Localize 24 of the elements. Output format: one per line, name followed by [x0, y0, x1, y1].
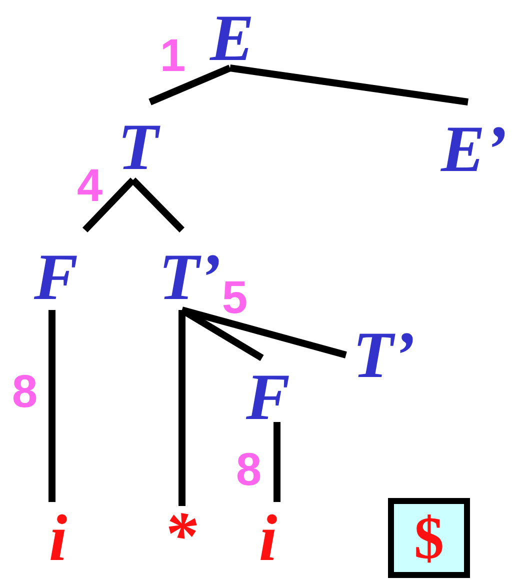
tree-branch-line: [82, 178, 136, 232]
grammar-symbol: T’: [346, 324, 422, 388]
tree-branch-line: [148, 64, 232, 106]
tree-branch-line: [230, 64, 468, 106]
grammar-symbol: i: [38, 502, 78, 576]
grammar-symbol: T: [112, 116, 164, 180]
grammar-symbol: i: [248, 502, 288, 576]
grammar-symbol: F: [30, 246, 82, 310]
step-number: 5: [222, 274, 248, 320]
step-number: 8: [236, 446, 262, 492]
grammar-symbol: *: [158, 506, 202, 566]
step-number: 1: [160, 32, 186, 78]
tree-branch-line: [48, 310, 56, 502]
grammar-symbol: E’: [436, 118, 512, 182]
tree-branch-line: [181, 306, 347, 358]
tree-branch-line: [274, 422, 280, 502]
tree-branch-line: [130, 178, 184, 232]
grammar-symbol: F: [240, 374, 296, 422]
grammar-symbol: E: [204, 10, 260, 68]
end-marker-box: $: [388, 498, 470, 578]
grammar-symbol: T’: [155, 246, 225, 310]
step-number: 4: [77, 162, 103, 208]
tree-branch-line: [178, 310, 186, 506]
step-number: 8: [12, 368, 38, 414]
